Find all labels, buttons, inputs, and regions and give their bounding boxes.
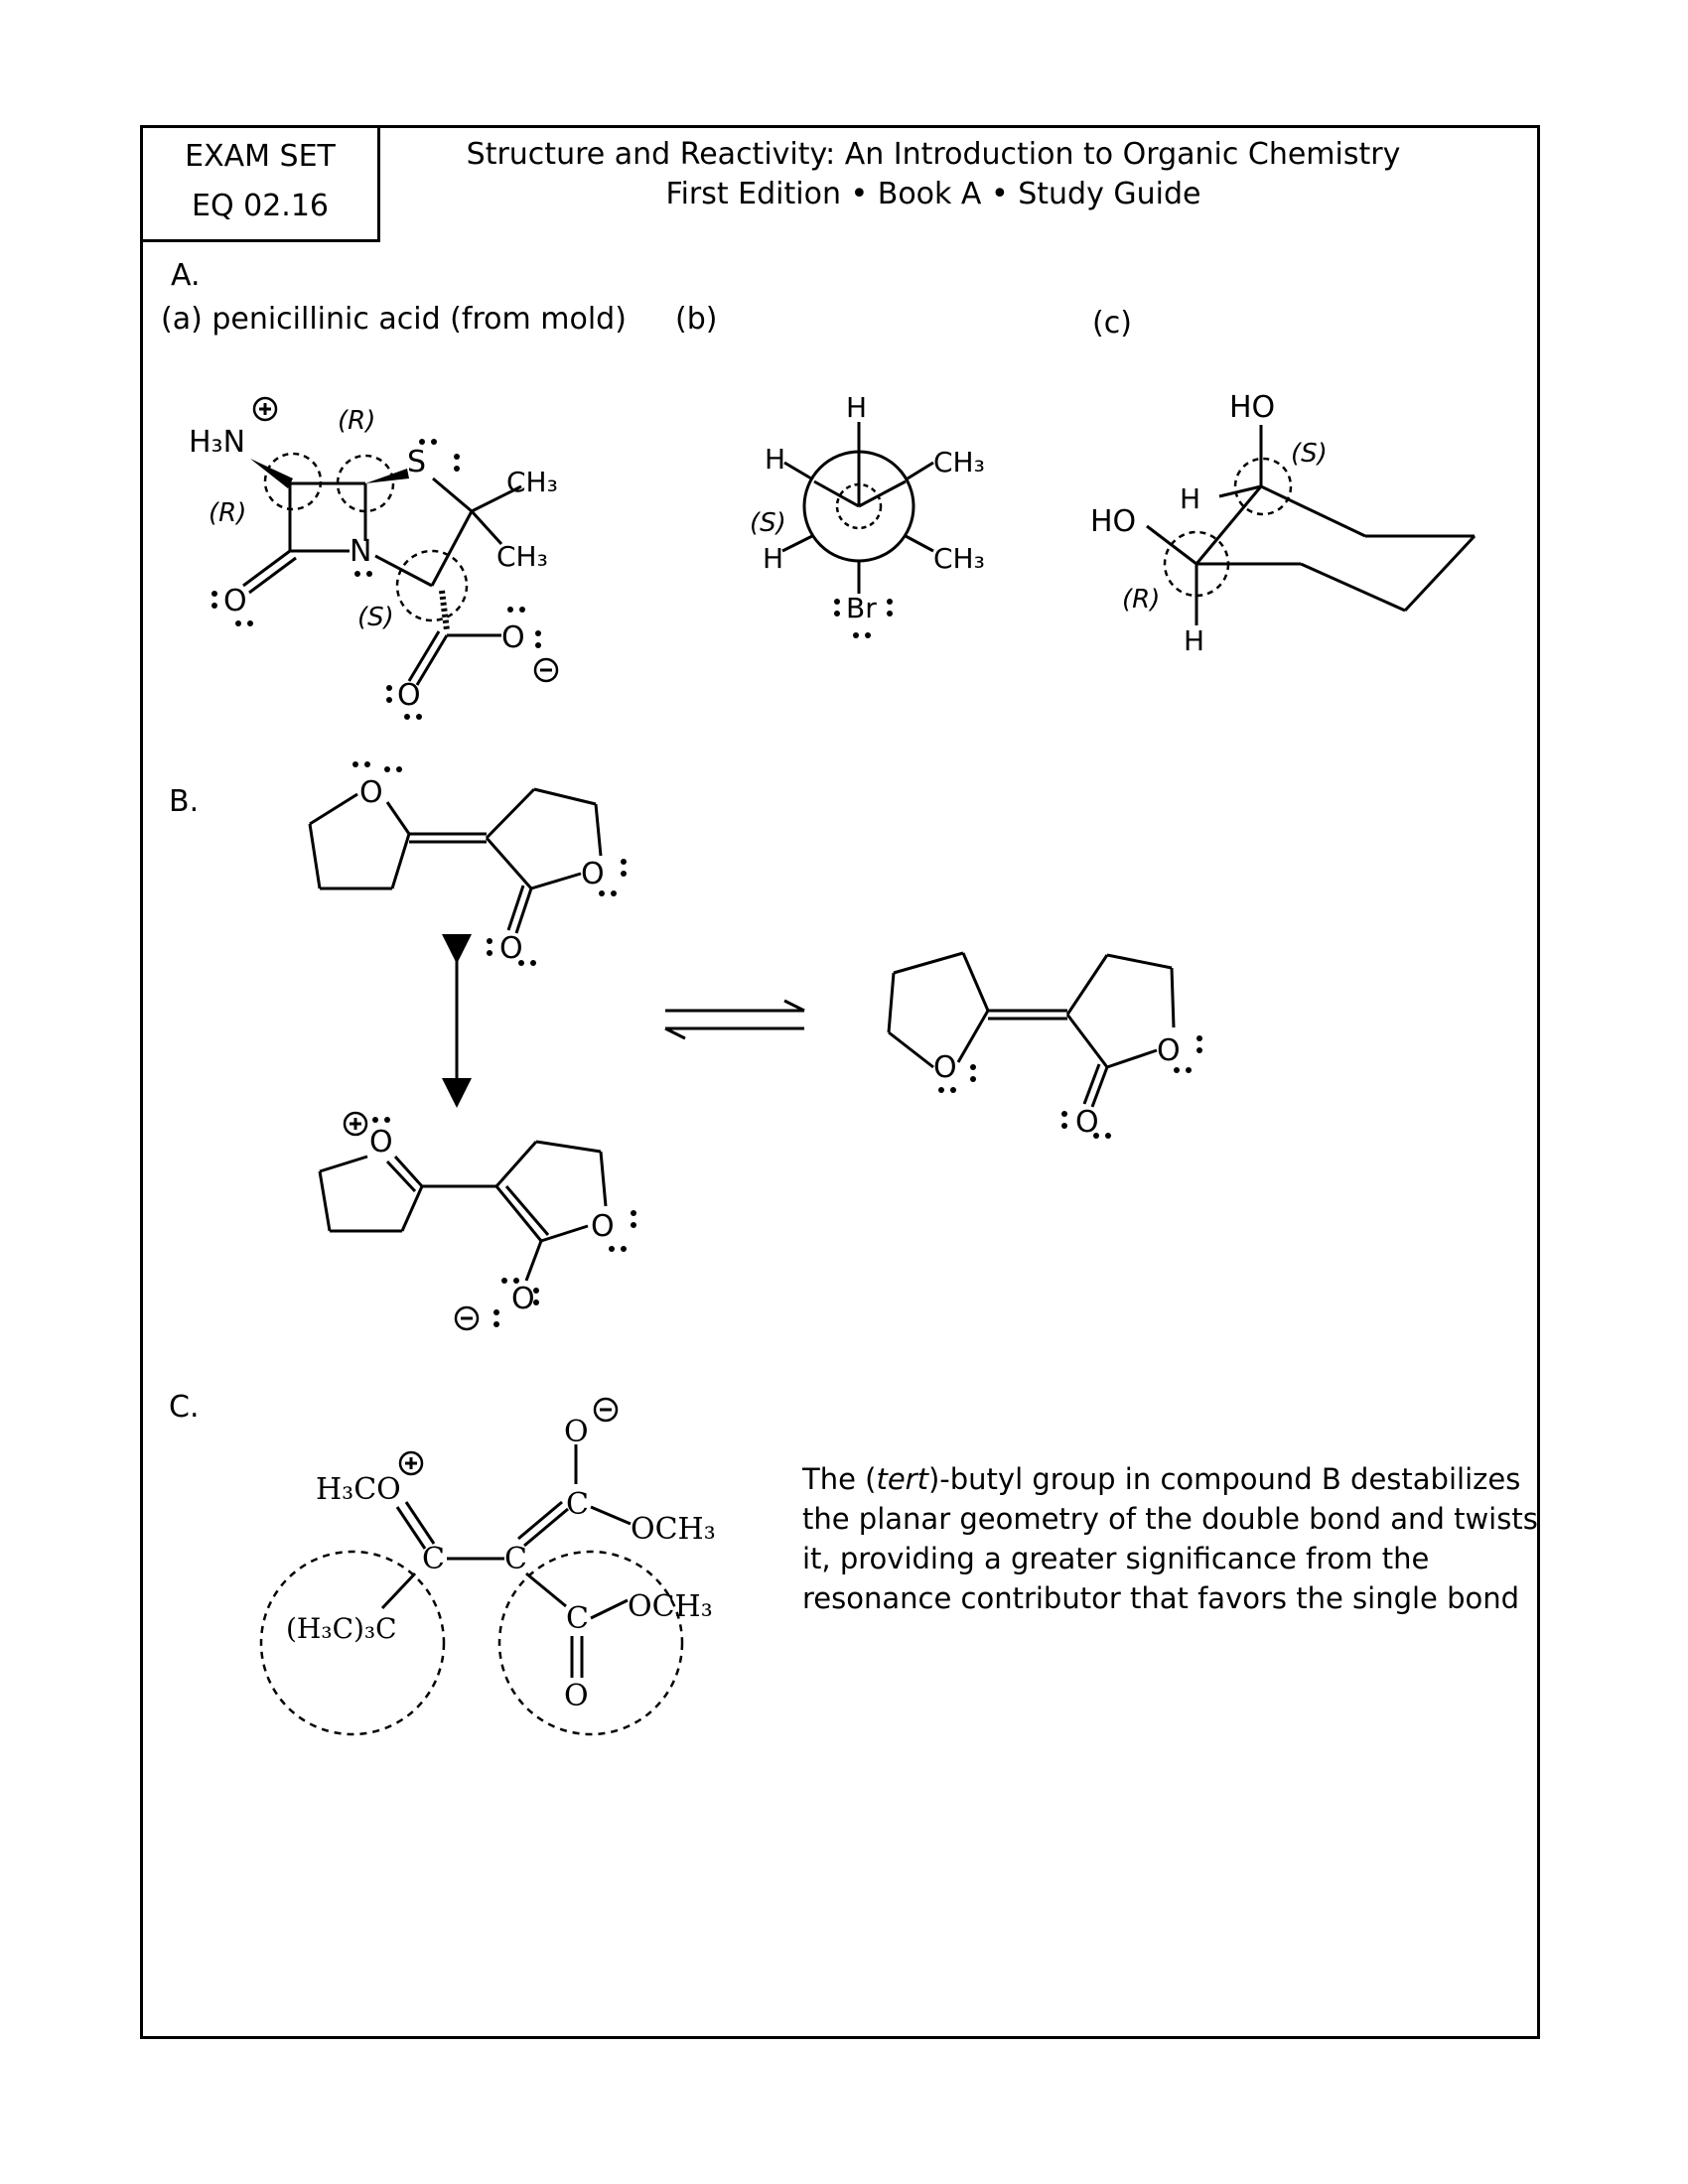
carbonyl-oxygen: O: [499, 931, 523, 966]
h-label: H: [763, 542, 783, 575]
h3co-label: H₃CO: [316, 1472, 401, 1507]
section-c-label: C.: [169, 1390, 200, 1425]
carboxylate-oxygen: O: [564, 1415, 589, 1449]
ho-label: HO: [1090, 504, 1136, 539]
carbon-atom: C: [566, 1601, 589, 1636]
stereocenter-circle: [395, 549, 469, 622]
stereocenter-circle: [336, 454, 395, 513]
lone-pair-dots: [211, 439, 541, 720]
ring-oxygen: O: [933, 1050, 957, 1085]
carbonyl-oxygen: O: [1075, 1105, 1099, 1140]
lone-pair-dots: [834, 599, 893, 638]
cyclohexane-diol: HO H HO H (S) (R): [1090, 390, 1477, 657]
ch3-upper: CH₃: [506, 466, 558, 498]
enolate-oxygen: O: [511, 1282, 535, 1316]
stereocenter-circle: [1233, 457, 1293, 516]
s-config-label: (S): [357, 603, 394, 632]
och3-label: OCH₃: [628, 1589, 713, 1624]
stereocenter-circle: [1163, 530, 1230, 598]
carbonyl-oxygen: O: [223, 584, 247, 618]
explanation-italic: tert: [876, 1462, 928, 1496]
explanation-before: The (: [802, 1462, 877, 1496]
ho-label: HO: [1229, 390, 1275, 425]
part-c-label: (c): [1092, 306, 1132, 341]
exam-set-box: EXAM SET EQ 02.16: [140, 125, 380, 242]
carbon-atom: C: [504, 1542, 527, 1576]
positive-charge-icon: [398, 1450, 424, 1476]
negative-charge-icon: [533, 657, 559, 683]
carbon-atom: C: [566, 1487, 589, 1522]
page-frame: [140, 125, 1540, 2039]
tert-butyl-label: (H₃C)₃C: [286, 1612, 397, 1645]
part-b-label: (b): [675, 302, 718, 337]
sulfur-atom: S: [407, 445, 426, 479]
och3-label: OCH₃: [631, 1512, 716, 1547]
explanation-text: The (tert)-butyl group in compound B des…: [802, 1459, 1557, 1618]
r-config-label: (R): [209, 498, 246, 528]
r-config-label: (R): [1122, 585, 1160, 614]
ch3-label: CH₃: [933, 542, 985, 575]
newman-projection: H H CH₃ CH₃ H (S) Br: [750, 391, 985, 638]
s-config-label: (S): [1291, 439, 1328, 469]
lone-pair-dots: [372, 1117, 636, 1327]
lone-pair-dots: [352, 761, 627, 966]
carboxylate-oxygen: O: [501, 620, 525, 655]
ch3-label: CH₃: [933, 446, 985, 478]
positive-charge-icon: [252, 396, 278, 422]
ring-oxygen: O: [1157, 1033, 1181, 1068]
equilibrium-arrows: [664, 999, 805, 1040]
section-b-label: B.: [169, 784, 200, 819]
product-structure: O O O: [887, 951, 1202, 1140]
negative-charge-icon: [454, 1305, 480, 1331]
page-header: Structure and Reactivity: An Introductio…: [437, 135, 1430, 214]
h-label: H: [1180, 482, 1200, 515]
hashed-bond: [439, 590, 450, 631]
section-a-label: A.: [171, 258, 201, 293]
exam-code: EQ 02.16: [192, 189, 329, 223]
carbon-atom: C: [422, 1542, 445, 1576]
stereocenter-circle: [263, 452, 323, 511]
explanation-after: )-butyl group in compound B destabilizes…: [802, 1462, 1538, 1615]
bromine-atom: Br: [846, 592, 877, 624]
ring-oxygen: O: [591, 1209, 615, 1244]
penicillinic-acid-structure: H₃N S CH₃ CH₃ N O O O (R) (R) (S): [189, 396, 559, 720]
carbonyl-oxygen-2: O: [397, 678, 421, 713]
h-label: H: [765, 443, 785, 476]
part-a-label: (a) penicillinic acid (from mold): [161, 302, 627, 337]
positive-charge-icon: [343, 1111, 368, 1137]
exam-set-label: EXAM SET: [185, 139, 336, 174]
h-label: H: [1184, 624, 1204, 657]
ring-oxygen: O: [581, 857, 605, 891]
resonance-structure-top: O O O: [308, 761, 627, 966]
wedge-bond: [250, 459, 293, 488]
ring-oxygen: O: [369, 1125, 393, 1160]
lone-pair-dots: [938, 1035, 1202, 1139]
ch3-lower: CH₃: [496, 540, 548, 573]
book-title: Structure and Reactivity: An Introductio…: [466, 137, 1401, 172]
h3n-label: H₃N: [189, 425, 245, 460]
resonance-structure-bottom: O O O: [318, 1111, 636, 1331]
book-subtitle: First Edition • Book A • Study Guide: [665, 177, 1201, 211]
carbonyl-oxygen: O: [564, 1679, 589, 1713]
h-label: H: [846, 391, 867, 424]
negative-charge-icon: [593, 1397, 619, 1423]
section-c-structure: H₃CO C C C O OCH₃ (H₃C)₃C C OCH₃ O: [259, 1397, 716, 1736]
ring-oxygen: O: [359, 775, 383, 810]
r-config-label: (R): [338, 406, 375, 436]
tert-butyl-circle: [259, 1550, 446, 1736]
ester-circle: [497, 1550, 684, 1736]
nitrogen-atom: N: [350, 534, 371, 569]
s-config-label: (S): [750, 508, 786, 538]
